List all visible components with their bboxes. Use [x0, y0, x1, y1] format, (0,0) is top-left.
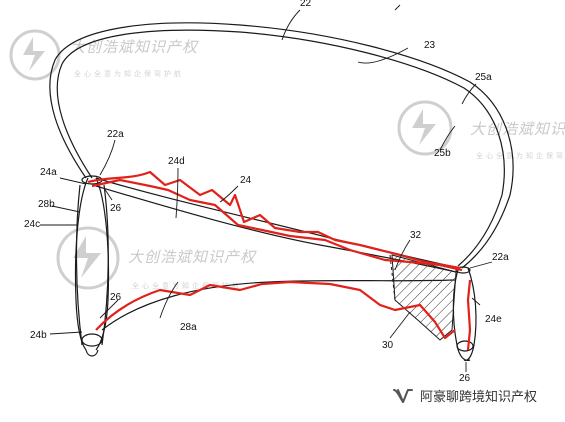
label-28b: 28b: [38, 199, 55, 210]
watermark-name: 大创浩斌知识产权: [70, 38, 199, 56]
label-25b: 25b: [434, 148, 451, 159]
label-26-top: 26: [110, 203, 122, 214]
label-24a: 24a: [40, 167, 57, 178]
label-28a: 28a: [180, 322, 197, 333]
label-30: 30: [382, 340, 394, 351]
watermark-top-left: 大创浩斌知识产权 全心全意为知企保驾护航: [9, 29, 199, 81]
label-23: 23: [424, 40, 436, 51]
watermark-name: 大创浩斌知识产权: [470, 120, 565, 138]
label-22a-right: 22a: [492, 252, 509, 263]
label-24c: 24c: [24, 219, 40, 230]
watermark-name: 大创浩斌知识产权: [128, 248, 257, 266]
label-24: 24: [240, 175, 252, 186]
label-32: 32: [410, 230, 422, 241]
red-highlight-lines: [87, 170, 472, 351]
watermark-slogan: 全心全意为知企保驾护航: [476, 151, 565, 160]
label-24d: 24d: [168, 156, 185, 167]
watermark-logo-icon: [56, 226, 120, 290]
watermark-logo-icon: [397, 100, 453, 156]
label-26-bottom: 26: [459, 373, 471, 384]
label-22: 22: [300, 0, 312, 9]
dashed-guide: [389, 254, 396, 301]
watermark-slogan: 全心全意为知企保驾护航: [74, 69, 184, 78]
watermark-center: 大创浩斌知识产权 全心全意为知企保驾护航: [56, 226, 257, 290]
reference-labels: 22 23 25a 25b 22a 24a 24d 24 26 28b 24c …: [24, 0, 509, 384]
watermark-slogan: 全心全意为知企保驾护航: [132, 281, 242, 290]
label-24b: 24b: [30, 330, 47, 341]
left-ear-cup: [74, 175, 110, 357]
watermark-right: 大创浩斌知识产权 全心全意为知企保驾护航: [397, 100, 565, 160]
right-ear-cup: [452, 266, 477, 361]
label-25a: 25a: [475, 72, 492, 83]
label-22a-left: 22a: [107, 129, 124, 140]
leader-lines: [40, 4, 493, 372]
account-footer: 阿豪聊跨境知识产权: [392, 386, 537, 405]
label-26-left: 26: [110, 292, 122, 303]
wechat-channel-icon: [393, 388, 413, 403]
label-24e: 24e: [485, 314, 502, 325]
hatched-region: [391, 254, 457, 341]
account-name: 阿豪聊跨境知识产权: [420, 390, 538, 405]
headband: [49, 22, 514, 269]
